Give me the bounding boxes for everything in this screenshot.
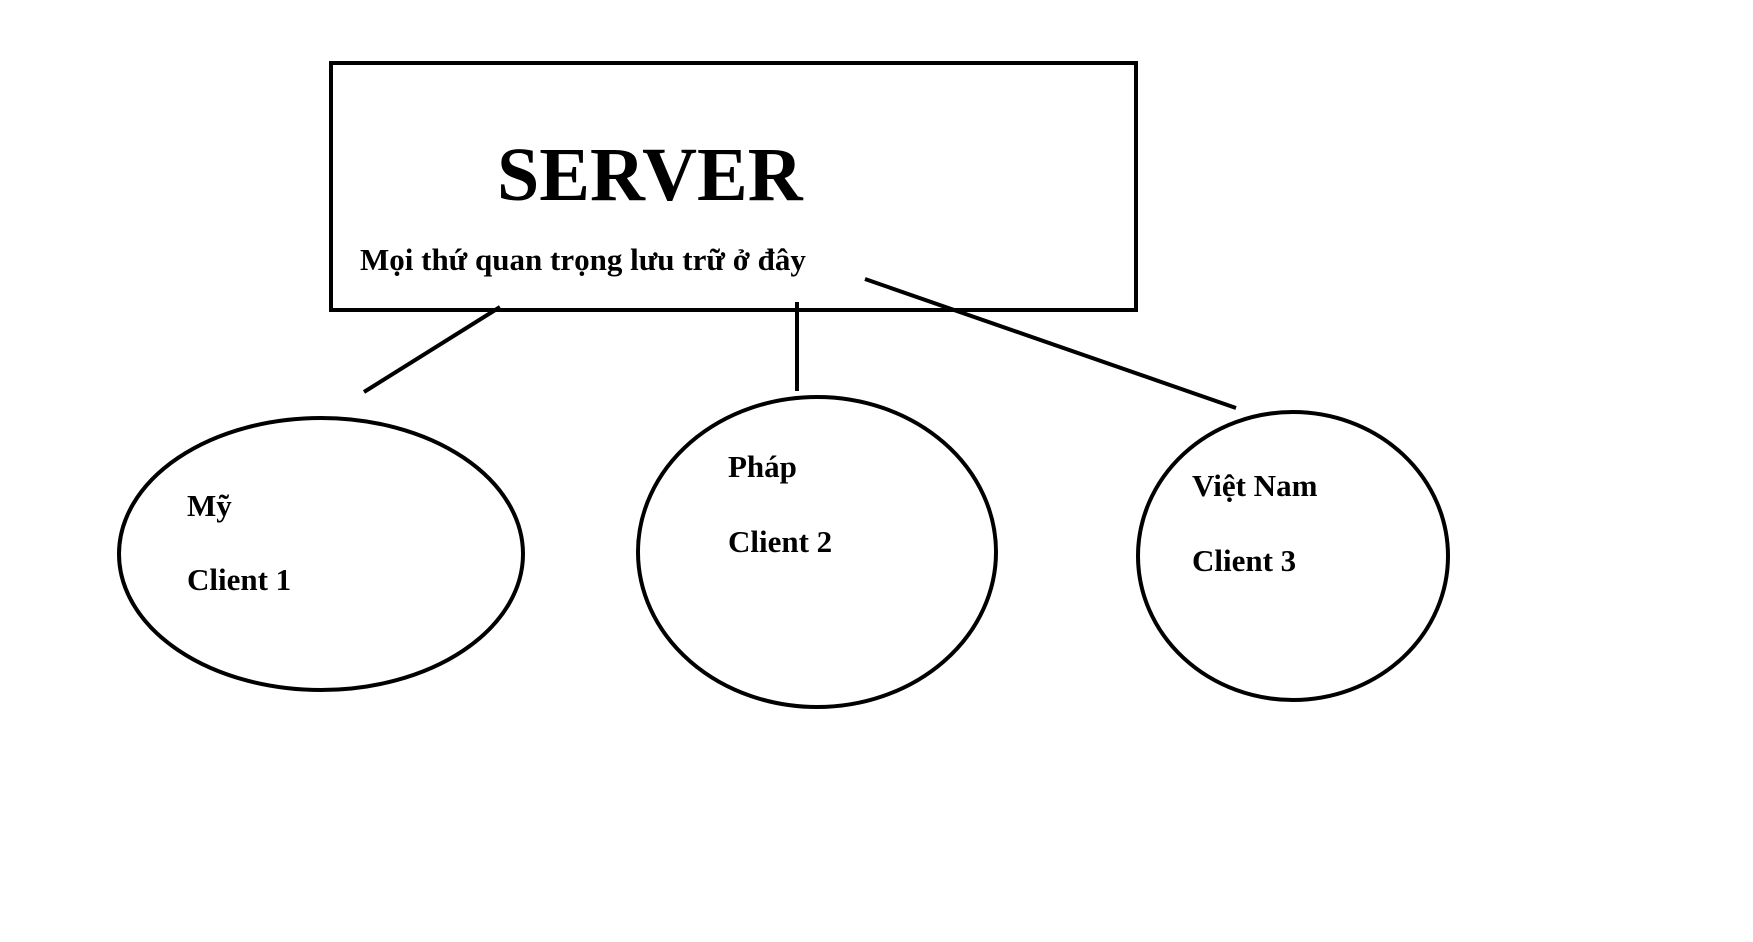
connectors: [362, 277, 1237, 410]
client-ellipse-2: [636, 395, 998, 709]
client-node-1: Mỹ Client 1: [117, 416, 525, 692]
server-title: SERVER: [497, 133, 804, 217]
client-label-1: Client 1: [187, 562, 291, 597]
client-ellipse-3: [1136, 410, 1450, 702]
server-node: SERVER Mọi thứ quan trọng lưu trữ ở đây: [329, 61, 1138, 312]
server-description: Mọi thứ quan trọng lưu trữ ở đây: [360, 242, 806, 277]
client-label-2: Client 2: [728, 524, 832, 559]
server-box: [329, 61, 1138, 312]
client-country-3: Việt Nam: [1192, 468, 1318, 503]
client-country-1: Mỹ: [187, 488, 232, 523]
client-label-3: Client 3: [1192, 543, 1296, 578]
client-ellipse-1: [117, 416, 525, 692]
client-country-2: Pháp: [728, 449, 797, 484]
client-node-2: Pháp Client 2: [636, 395, 998, 709]
connector-client-1: [362, 305, 502, 394]
connector-client-3: [864, 277, 1237, 410]
client-node-3: Việt Nam Client 3: [1136, 410, 1450, 702]
